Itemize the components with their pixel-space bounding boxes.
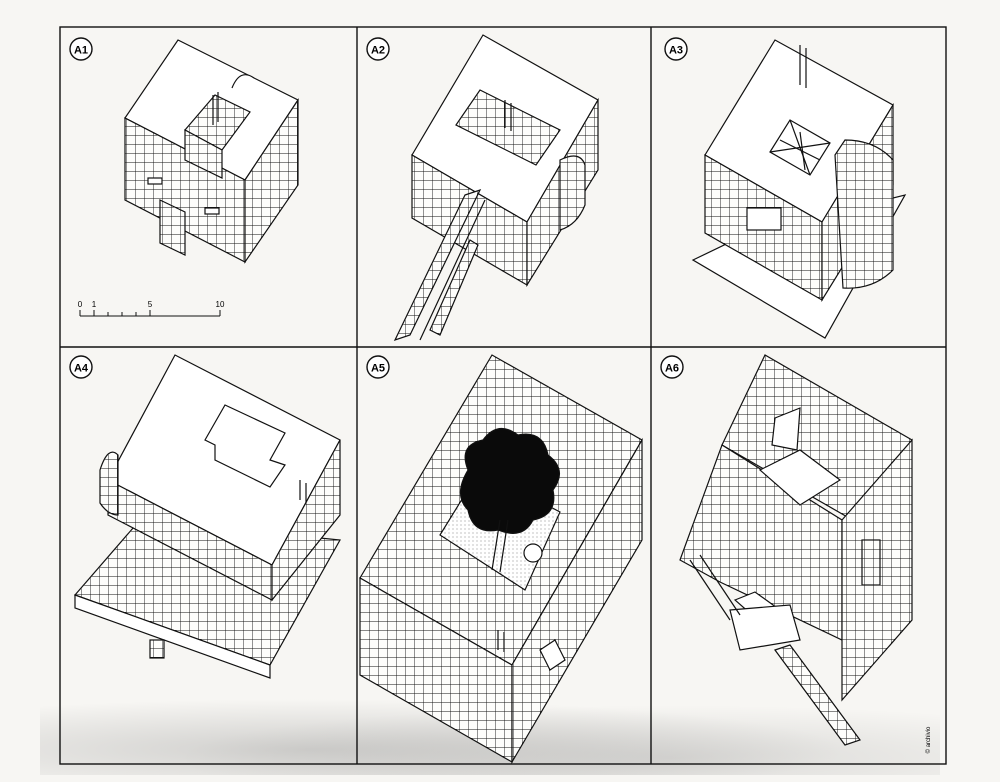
panel-frame: [59, 26, 947, 765]
panel-badge: [366, 355, 390, 379]
scale-tick-1: 1: [92, 300, 97, 309]
panel-badge: [69, 37, 93, 61]
panel-label: A3: [669, 45, 683, 57]
house-a6: [679, 354, 913, 746]
panel-label: A5: [371, 363, 385, 375]
tree-canopy: [459, 428, 560, 534]
panel-a4: A4: [69, 354, 341, 679]
house-a3: [691, 39, 907, 339]
panel-badge: [69, 355, 93, 379]
panel-a3: A3: [664, 37, 907, 339]
panel-a2: A2: [366, 34, 599, 342]
panel-badge: [660, 355, 684, 379]
scale-bar: [79, 310, 221, 317]
credit-stamp: © archivio: [925, 726, 932, 753]
panel-label: A2: [371, 45, 385, 57]
house-a2: [393, 34, 599, 342]
panel-badge: [664, 37, 688, 61]
house-a1: [124, 39, 299, 264]
house-a5: [359, 354, 643, 765]
panel-a5: A5: [359, 354, 643, 765]
panel-a1: A1 0 1 5 10: [69, 37, 299, 317]
scale-tick-5: 5: [148, 300, 153, 309]
house-a4: [73, 354, 341, 679]
scale-tick-10: 10: [216, 300, 225, 309]
panel-badge: [366, 37, 390, 61]
panel-label: A6: [665, 363, 679, 375]
panel-label: A4: [74, 363, 89, 375]
panel-a6: A6 © archivio: [660, 354, 932, 753]
scale-tick-0: 0: [78, 300, 83, 309]
panel-label: A1: [74, 45, 88, 57]
